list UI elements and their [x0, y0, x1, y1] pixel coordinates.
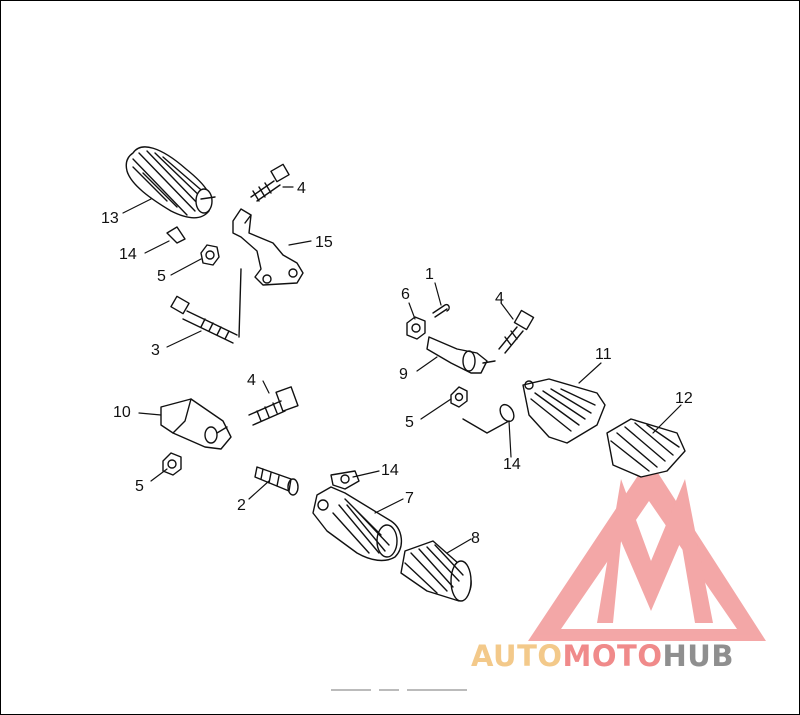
part-15-bracket: [232, 208, 304, 286]
callout-labels: 13 4 14 15 5 3 4 10 5 2 14 7 8 1 6 4 9 5…: [101, 180, 693, 547]
part-1-cotter-pin: [432, 303, 450, 318]
part-3-long-bolt: [170, 295, 238, 344]
part-5-nut-top: [200, 244, 220, 266]
part-5-nut-right: [450, 386, 468, 408]
footer-marks: [331, 689, 467, 691]
watermark-triangle: [528, 459, 766, 641]
callout-14-top: 14: [119, 246, 137, 263]
part-4-bolt-middle: [248, 386, 299, 426]
callout-14-right: 14: [503, 456, 521, 473]
part-9-pivot-shaft: [426, 336, 496, 374]
part-6-nut: [406, 316, 426, 340]
part-14-washer-top: [166, 226, 186, 244]
callout-4-middle: 4: [247, 372, 256, 389]
part-2-pin: [254, 466, 299, 496]
callout-13: 13: [101, 210, 119, 227]
callout-5-lower: 5: [135, 478, 144, 495]
callout-10: 10: [113, 404, 131, 421]
callout-5-right: 5: [405, 414, 414, 431]
callout-2: 2: [237, 497, 246, 514]
callout-4-right: 4: [495, 290, 504, 307]
callout-11: 11: [595, 346, 612, 363]
watermark-m-mark: [597, 479, 713, 623]
callout-7: 7: [405, 490, 414, 507]
callout-4-top: 4: [297, 180, 306, 197]
part-13-footpeg-rubber: [125, 146, 216, 219]
guide-line-right: [462, 418, 510, 434]
watermark-hub: HUB: [663, 639, 734, 673]
part-14-washer-right: [499, 403, 515, 423]
watermark-logo: [528, 459, 766, 641]
watermark-moto: MOTO: [563, 639, 663, 673]
callout-6: 6: [401, 286, 410, 303]
guide-line-left: [238, 268, 242, 338]
callout-9: 9: [399, 366, 408, 383]
callout-14-middle: 14: [381, 462, 399, 479]
part-14-washer-middle: [330, 470, 360, 490]
callout-15: 15: [315, 234, 333, 251]
leader-lines: [122, 186, 682, 554]
watermark-text: AUTOMOTOHUB: [471, 639, 734, 673]
callout-12: 12: [675, 390, 693, 407]
callout-1: 1: [425, 266, 434, 283]
callout-5-top: 5: [157, 268, 166, 285]
part-8-footpeg: [400, 540, 472, 602]
part-10-clevis: [160, 398, 232, 450]
part-4-bolt-right: [498, 309, 535, 354]
callout-8: 8: [471, 530, 480, 547]
part-7-footpeg: [312, 486, 402, 562]
part-4-bolt-top: [250, 163, 290, 202]
watermark-auto: AUTO: [471, 639, 563, 673]
callout-3: 3: [151, 342, 160, 359]
part-12-footpeg: [606, 418, 686, 478]
part-11-footpeg: [522, 378, 606, 444]
part-5-nut-lower: [162, 452, 182, 476]
